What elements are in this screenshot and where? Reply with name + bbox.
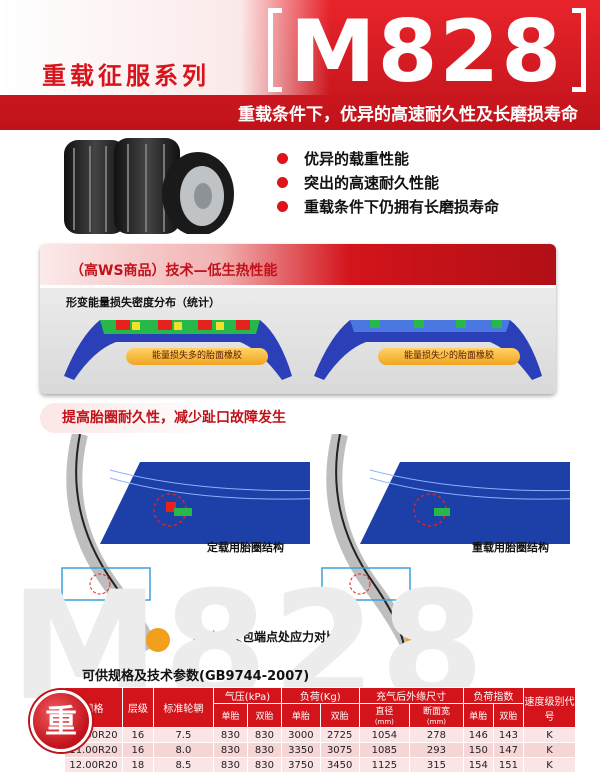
table-cell: 150: [462, 742, 494, 758]
table-cell: 278: [409, 727, 464, 743]
table-cell: 3750: [280, 757, 321, 773]
feature-item: 优异的载重性能: [277, 146, 499, 170]
feature-item: 突出的高速耐久性能: [277, 170, 499, 194]
table-cell: 1054: [358, 727, 411, 743]
table-cell: 154: [462, 757, 494, 773]
th-pressure: 气压(kPa): [212, 687, 282, 704]
spec-table: 规格 层级 标准轮辋 气压(kPa) 负荷(Kg) 充气后外缘尺寸 负荷指数 速…: [64, 687, 576, 773]
th-diameter: 直径(mm): [358, 703, 411, 728]
model-frame: M828: [268, 2, 586, 102]
table-cell: 2725: [319, 727, 360, 743]
heat-panel: （高WS商品）技术—低生热性能 形变能量损失密度分布（统计） 能量损失多的胎面橡…: [40, 244, 556, 394]
footprint-low-loss-image: [314, 320, 542, 380]
bracket-left: [268, 8, 282, 92]
panel-header-bar: [40, 244, 556, 288]
table-cell: 1125: [358, 757, 411, 773]
header-banner: 重载征服系列 M828 重载条件下，优异的高速耐久性及长磨损寿命: [0, 0, 600, 130]
bullet-icon: [277, 176, 288, 188]
th-index-dual: 双胎: [492, 703, 525, 728]
table-cell: 3450: [319, 757, 360, 773]
spec-title: 可供规格及技术参数(GB9744-2007): [82, 669, 310, 684]
table-cell: 830: [246, 727, 282, 743]
table-cell: 8.0: [152, 742, 214, 758]
table-cell: 3075: [319, 742, 360, 758]
table-cell: 11.00R20: [64, 742, 123, 758]
table-cell: 16: [122, 742, 154, 758]
bead-diagram-standard: [61, 434, 310, 653]
table-cell: 146: [462, 727, 494, 743]
table-cell: 830: [212, 757, 248, 773]
table-cell: 151: [492, 757, 525, 773]
footprint-high-loss-image: [64, 320, 292, 380]
th-load: 负荷(Kg): [280, 687, 360, 704]
label-high-loss: 能量损失多的胎面橡胶: [126, 348, 268, 365]
th-pressure-dual: 双胎: [246, 703, 282, 728]
th-ply: 层级: [122, 687, 154, 728]
slogan: 重载条件下，优异的高速耐久性及长磨损寿命: [238, 105, 578, 125]
bracket-right: [572, 8, 586, 92]
th-index-single: 单胎: [462, 703, 494, 728]
table-cell: 315: [409, 757, 464, 773]
table-cell: 147: [492, 742, 525, 758]
table-cell: 12.00R20: [64, 757, 123, 773]
table-cell: 830: [212, 727, 248, 743]
caption-standard: 定载用胎圈结构: [207, 541, 284, 554]
caption-heavy: 重载用胎圈结构: [472, 541, 549, 554]
feature-item: 重载条件下仍拥有长磨损寿命: [277, 194, 499, 218]
model-name: M828: [290, 2, 564, 102]
table-cell: 3000: [280, 727, 321, 743]
th-load-dual: 双胎: [319, 703, 360, 728]
table-cell: 830: [246, 742, 282, 758]
table-cell: 3350: [280, 742, 321, 758]
heavy-badge: 重: [30, 690, 92, 752]
table-cell: 7.5: [152, 727, 214, 743]
table-cell: 830: [246, 757, 282, 773]
table-cell: K: [523, 742, 576, 758]
table-cell: 143: [492, 727, 525, 743]
table-cell: 8.5: [152, 757, 214, 773]
th-load-index: 负荷指数: [462, 687, 525, 704]
bead-diagram-heavy: [321, 434, 570, 653]
th-rim: 标准轮辋: [152, 687, 214, 728]
table-cell: K: [523, 727, 576, 743]
table-cell: K: [523, 757, 576, 773]
table-cell: 830: [212, 742, 248, 758]
stress-compare-label: 胎体反包端点处应力对比: [190, 628, 355, 645]
bullet-icon: [277, 152, 288, 164]
bead-section-title: 提高胎圈耐久性，减少趾口故障发生: [40, 403, 300, 433]
table-cell: 293: [409, 742, 464, 758]
th-load-single: 单胎: [280, 703, 321, 728]
table-cell: 1085: [358, 742, 411, 758]
label-low-loss: 能量损失少的胎面橡胶: [378, 348, 520, 365]
table-cell: 18: [122, 757, 154, 773]
th-width: 断面宽(mm): [409, 703, 464, 728]
arrow-right-icon: [344, 629, 355, 644]
feature-list: 优异的载重性能 突出的高速耐久性能 重载条件下仍拥有长磨损寿命: [277, 146, 499, 218]
th-pressure-single: 单胎: [212, 703, 248, 728]
th-speed: 速度级别代号: [523, 687, 576, 728]
panel-subtitle: 形变能量损失密度分布（统计）: [66, 296, 220, 309]
panel-title: （高WS商品）技术—低生热性能: [70, 263, 278, 279]
th-dims: 充气后外缘尺寸: [358, 687, 464, 704]
tire-image: [64, 138, 234, 234]
bullet-icon: [277, 200, 288, 212]
series-title: 重载征服系列: [42, 62, 210, 90]
arrow-left-icon: [190, 629, 200, 644]
table-cell: 16: [122, 727, 154, 743]
